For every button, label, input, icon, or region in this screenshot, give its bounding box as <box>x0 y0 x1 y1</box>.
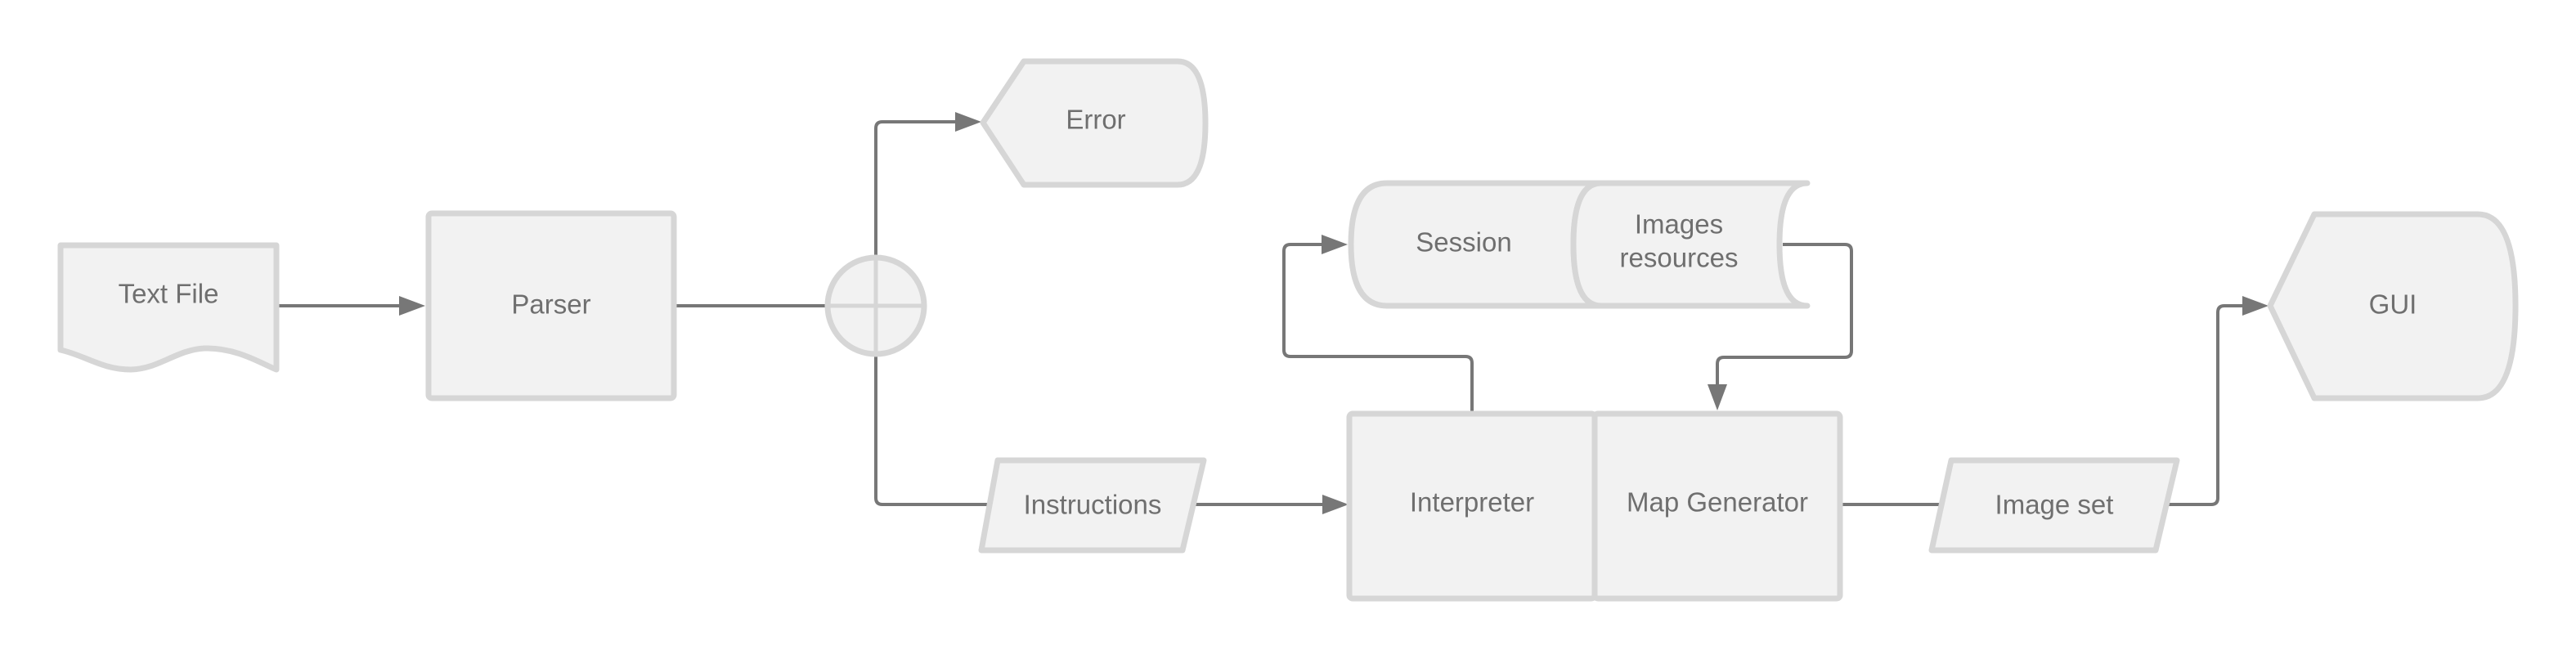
node-label-line1: Images <box>1635 209 1723 240</box>
connector-imageset-gui <box>2159 296 2269 506</box>
display-shape <box>980 58 1209 188</box>
node-images-resources[interactable]: Images resources <box>1570 180 1811 309</box>
node-label: Instructions <box>1024 490 1162 520</box>
node-gui[interactable]: GUI <box>2267 211 2519 401</box>
node-session[interactable]: Session <box>1348 180 1604 309</box>
node-instructions[interactable]: Instructions <box>978 457 1207 554</box>
data-shape <box>1928 457 2180 554</box>
document-shape <box>57 242 280 373</box>
connector-junction-instructions <box>874 354 990 506</box>
node-label: GUI <box>2369 289 2417 320</box>
data-shape <box>978 457 1207 554</box>
stored-data-shape <box>1570 180 1811 309</box>
node-label-line2: resources <box>1620 243 1739 273</box>
node-interpreter[interactable]: Interpreter <box>1346 410 1598 602</box>
node-image-set[interactable]: Image set <box>1928 457 2180 554</box>
connector-resources-mapgenerator <box>1708 243 1853 410</box>
node-error[interactable]: Error <box>980 58 1209 188</box>
node-label: Map Generator <box>1627 487 1808 518</box>
node-parser[interactable]: Parser <box>425 210 677 401</box>
node-label: Interpreter <box>1410 487 1534 518</box>
display-shape <box>2267 211 2519 401</box>
node-label: Session <box>1416 227 1511 258</box>
node-label: Parser <box>511 289 590 320</box>
connector-junction-error <box>874 112 981 258</box>
connector-instructions-interpreter <box>1192 495 1349 514</box>
node-label: Image set <box>1995 490 2114 520</box>
node-text-file[interactable]: Text File <box>57 242 280 373</box>
connector-textfile-parser <box>278 296 425 316</box>
connectors <box>278 112 2269 514</box>
node-label: Error <box>1066 105 1125 135</box>
process-shape <box>1591 410 1843 602</box>
node-map-generator[interactable]: Map Generator <box>1591 410 1843 602</box>
process-shape <box>425 210 677 401</box>
node-label: Text File <box>119 279 219 309</box>
connector-interpreter-session <box>1282 235 1474 412</box>
node-or-junction[interactable] <box>824 254 927 357</box>
